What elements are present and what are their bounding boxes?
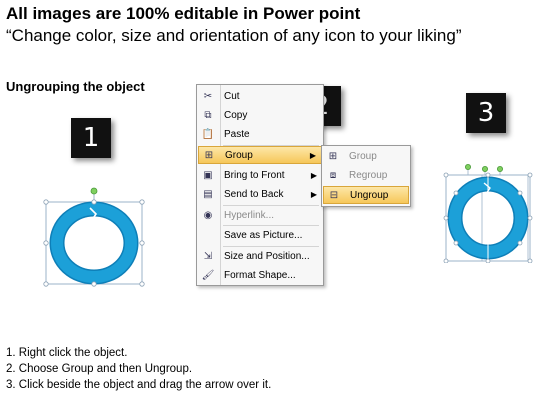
step-badge-3: 3 [466,93,506,133]
submenu-item-ungroup[interactable]: ⊟ Ungroup [323,186,409,204]
ring-seam [89,207,98,221]
size-position-icon: ⇲ [203,250,213,262]
menu-item-label: Group [225,149,253,161]
submenu-item-regroup[interactable]: ⧈ Regroup [323,166,409,184]
menu-item-label: Copy [224,109,248,121]
ring-fill [51,203,137,283]
format-shape-icon: 🖌 [201,269,215,281]
scissors-icon: ✂ [203,90,213,102]
blank-icon [198,226,218,244]
context-menu: ✂ Cut ⧉ Copy 📋 Paste ⊞ Group ▶ ▣ Bring t… [196,84,324,286]
ring-seam [483,182,491,195]
menu-item-label: Format Shape... [224,269,296,281]
group-submenu: ⊞ Group ⧈ Regroup ⊟ Ungroup [321,145,411,207]
instruction-step-2: 2. Choose Group and then Ungroup. [6,363,193,375]
menu-item-copy[interactable]: ⧉ Copy [198,106,322,124]
send-back-icon: ▤ [203,188,213,200]
rotation-handle[interactable] [90,187,98,195]
instruction-step-1: 1. Right click the object. [6,347,128,359]
menu-item-label: Bring to Front [224,169,285,181]
menu-item-label: Ungroup [350,189,389,201]
group-icon: ⊞ [328,150,338,162]
menu-separator [223,145,319,146]
hyperlink-icon: ◉ [203,209,213,221]
menu-item-label: Regroup [349,169,388,181]
page-title: All images are 100% editable in Power po… [6,4,361,23]
regroup-icon: ⧈ [329,169,337,181]
submenu-item-group[interactable]: ⊞ Group [323,147,409,165]
submenu-arrow-icon: ▶ [309,150,316,160]
selection-handles [443,172,533,263]
copy-icon: ⧉ [204,109,212,121]
menu-item-format-shape[interactable]: 🖌 Format Shape... [198,266,322,284]
page-subtitle: “Change color, size and orientation of a… [6,26,462,45]
bring-front-icon: ▣ [203,169,213,181]
submenu-arrow-icon: ▶ [310,189,317,199]
menu-item-label: Hyperlink... [224,209,275,221]
step-badge-1: 1 [71,118,111,158]
menu-item-label: Size and Position... [224,250,310,262]
instruction-step-3: 3. Click beside the object and drag the … [6,379,272,391]
menu-item-hyperlink[interactable]: ◉ Hyperlink... [198,206,322,224]
submenu-arrow-icon: ▶ [310,170,317,180]
section-title: Ungrouping the object [6,79,145,94]
rotation-handles[interactable] [464,164,504,172]
grouped-ring-figure[interactable] [38,186,150,288]
menu-item-label: Cut [224,90,240,102]
menu-item-send-to-back[interactable]: ▤ Send to Back ▶ [198,185,322,203]
menu-item-size-and-position[interactable]: ⇲ Size and Position... [198,247,322,265]
menu-item-label: Paste [224,128,250,140]
menu-item-label: Group [349,150,377,162]
ungroup-icon: ⊟ [329,189,339,201]
menu-item-label: Send to Back [224,188,284,200]
menu-separator [223,205,319,206]
menu-item-group[interactable]: ⊞ Group ▶ [198,146,322,164]
group-icon: ⊞ [204,149,214,161]
paste-icon: 📋 [201,128,215,140]
menu-item-cut[interactable]: ✂ Cut [198,87,322,105]
menu-separator [223,246,319,247]
menu-item-bring-to-front[interactable]: ▣ Bring to Front ▶ [198,166,322,184]
instructions-list: 1. Right click the object. 2. Choose Gro… [6,345,271,393]
ungrouped-ring-figure[interactable] [442,163,534,263]
menu-item-save-as-picture[interactable]: Save as Picture... [198,226,322,244]
menu-item-paste[interactable]: 📋 Paste [198,125,322,143]
menu-item-label: Save as Picture... [224,229,303,241]
selection-handles [43,199,145,287]
menu-separator [223,225,319,226]
